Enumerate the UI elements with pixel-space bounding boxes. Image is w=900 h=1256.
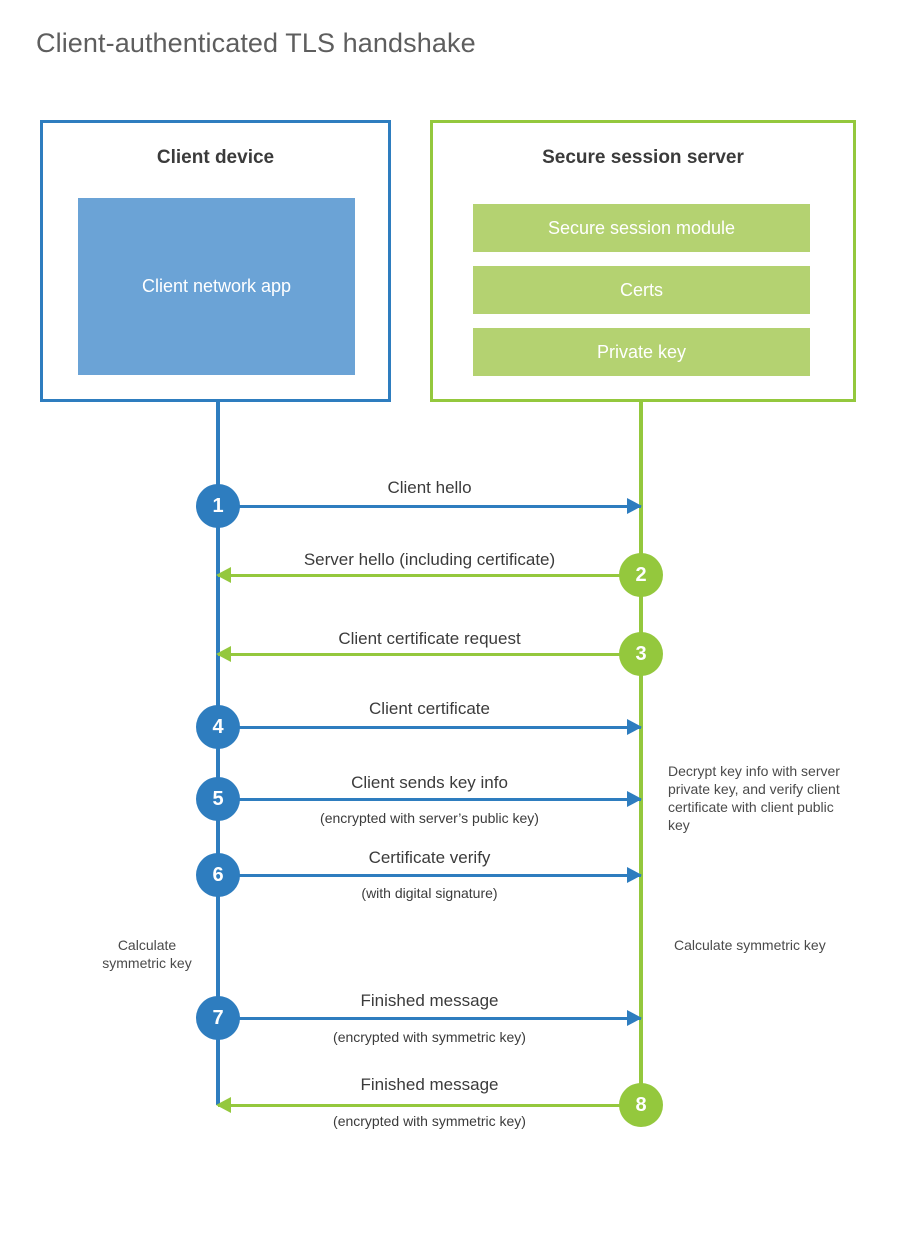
step-circle-4: 4	[196, 705, 240, 749]
step-circle-8: 8	[619, 1083, 663, 1127]
step-circle-6: 6	[196, 853, 240, 897]
step-circle-2: 2	[619, 553, 663, 597]
note-server-calculate-symmetric-key: Calculate symmetric key	[674, 937, 826, 953]
message-5-sublabel: (encrypted with server’s public key)	[320, 810, 539, 826]
message-2-label: Server hello (including certificate)	[303, 550, 556, 569]
message-7-label: Finished message	[360, 991, 499, 1010]
step-circle-3: 3	[619, 632, 663, 676]
message-3-label: Client certificate request	[338, 629, 521, 648]
message-5-label: Client sends key info	[351, 773, 508, 792]
note-server-decrypt: Decrypt key info with server private key…	[668, 763, 840, 833]
page-title: Client-authenticated TLS handshake	[36, 28, 476, 58]
client-device-title: Client device	[156, 147, 275, 168]
message-5-arrowhead	[627, 791, 642, 807]
message-6-label: Certificate verify	[368, 848, 491, 867]
message-4-label: Client certificate	[369, 699, 490, 718]
message-7-sublabel: (encrypted with symmetric key)	[333, 1029, 526, 1045]
message-8-sublabel: (encrypted with symmetric key)	[333, 1113, 526, 1129]
message-3-arrowhead	[216, 646, 231, 662]
message-8-label: Finished message	[360, 1075, 499, 1094]
message-8-arrowhead	[216, 1097, 231, 1113]
server-component-secure-session-module: Secure session module	[473, 204, 810, 252]
message-1-arrowhead	[627, 498, 642, 514]
server-lifeline	[639, 402, 643, 1105]
message-2-arrowhead	[216, 567, 231, 583]
client-network-app-block: Client network app	[78, 198, 355, 375]
step-circle-7: 7	[196, 996, 240, 1040]
step-circle-1: 1	[196, 484, 240, 528]
message-4-arrowhead	[627, 719, 642, 735]
secure-session-server-box: Secure session server Secure session mod…	[430, 120, 856, 402]
note-client-calculate-symmetric-key: Calculate symmetric key	[102, 937, 192, 971]
client-device-box: Client device Client network app	[40, 120, 391, 402]
message-6-arrowhead	[627, 867, 642, 883]
secure-session-server-title: Secure session server	[542, 147, 744, 168]
message-1-label: Client hello	[387, 478, 472, 497]
server-component-certs: Certs	[473, 266, 810, 314]
message-6-sublabel: (with digital signature)	[361, 885, 498, 901]
client-lifeline	[216, 402, 220, 1105]
step-circle-5: 5	[196, 777, 240, 821]
message-7-arrowhead	[627, 1010, 642, 1026]
server-component-private-key: Private key	[473, 328, 810, 376]
